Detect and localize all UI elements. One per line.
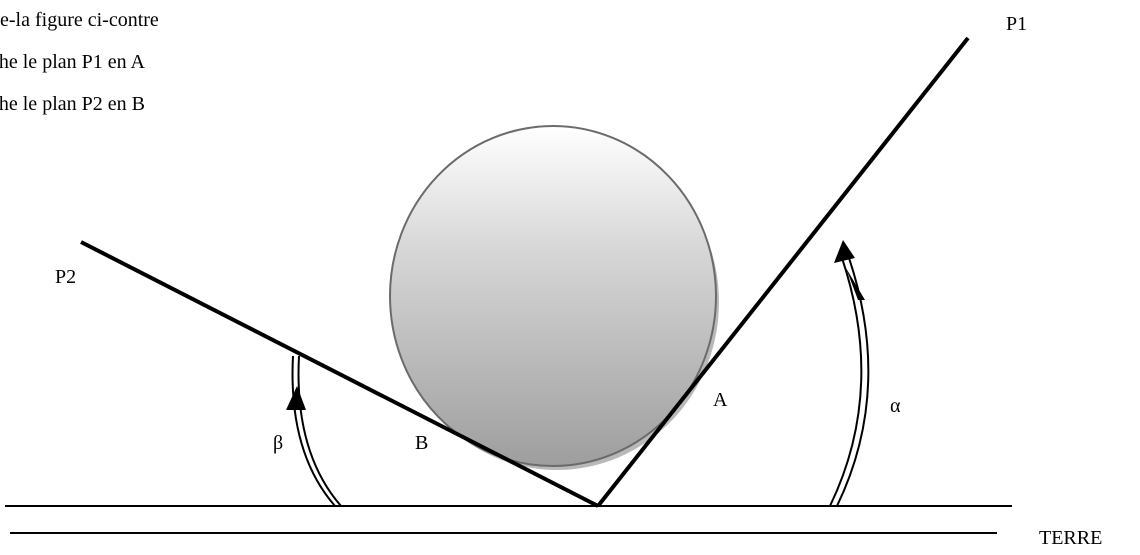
label-beta: β: [273, 432, 284, 454]
angle-beta-arc: [286, 355, 342, 507]
label-p2: P2: [55, 266, 77, 288]
label-ground: TERRE: [1039, 527, 1103, 549]
plane-p1-line: [596, 36, 970, 508]
intro-line-3: uche le plan P2 en B: [0, 93, 145, 115]
plane-p2-line: [80, 240, 599, 508]
label-a: A: [713, 389, 728, 411]
label-p1: P1: [1006, 13, 1028, 35]
label-alpha: α: [890, 395, 901, 417]
angle-alpha-arc: [829, 240, 870, 507]
intro-line-1: que-la figure ci-contre: [0, 9, 159, 31]
label-b: B: [415, 432, 429, 454]
intro-line-2: uche le plan P1 en A: [0, 51, 145, 73]
sphere: [389, 125, 717, 467]
